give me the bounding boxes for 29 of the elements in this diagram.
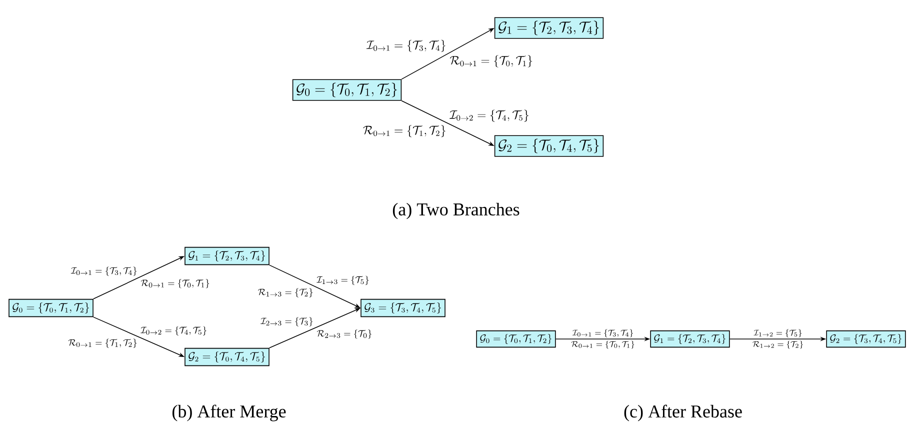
state-box: $\mathcal{G}_3 = \{\mathcal{T}_3, \mathcal{T}_4, \mathcal{T}_5\}$ <box>360 298 446 318</box>
edge-label: $\mathcal{I}_{0\to 1} = \{\mathcal{T}_3, \mathcal{T}_4\}$ <box>572 329 633 338</box>
state-box: $\mathcal{G}_1 = \{\mathcal{T}_2, \mathcal{T}_3, \mathcal{T}_4\}$ <box>184 246 270 266</box>
edge-label: $\mathcal{R}_{0\to 1} = \{\mathcal{T}_0, \mathcal{T}_1\}$ <box>140 279 210 288</box>
edge-label: $\mathcal{R}_{0\to 1} = \{\mathcal{T}_0, \mathcal{T}_1\}$ <box>571 340 634 349</box>
edge-label: $\mathcal{I}_{1\to 3} = \{\mathcal{T}_5\}$ <box>316 276 369 285</box>
edge-label: $\mathcal{R}_{0\to 1} = \{\mathcal{T}_1, \mathcal{T}_2\}$ <box>68 338 137 348</box>
edge-label: $\mathcal{R}_{0\to 1} = \{\mathcal{T}_0, \mathcal{T}_1\}$ <box>450 55 532 68</box>
edge-label: $\mathcal{R}_{1\to 2} = \{\mathcal{T}_2\}$ <box>752 340 803 349</box>
edge-label: $\mathcal{I}_{0\to 1} = \{\mathcal{T}_3, \mathcal{T}_4\}$ <box>366 40 446 52</box>
caption: (b) After Merge <box>172 404 286 422</box>
state-box: $\mathcal{G}_1 = \{\mathcal{T}_2, \mathcal{T}_3, \mathcal{T}_4\}$ <box>494 17 604 39</box>
caption: (c) After Rebase <box>624 404 742 422</box>
edge-label: $\mathcal{I}_{0\to 1} = \{\mathcal{T}_3, \mathcal{T}_4\}$ <box>70 266 137 276</box>
edge-label: $\mathcal{I}_{0\to 2} = \{\mathcal{T}_4, \mathcal{T}_5\}$ <box>449 110 528 122</box>
state-box: $\mathcal{G}_0 = \{\mathcal{T}_0, \mathcal{T}_1, \mathcal{T}_2\}$ <box>8 298 94 318</box>
state-box: $\mathcal{G}_1 = \{\mathcal{T}_2, \mathcal{T}_3, \mathcal{T}_4\}$ <box>650 330 730 348</box>
edge-label: $\mathcal{R}_{0\to 1} = \{\mathcal{T}_1, \mathcal{T}_2\}$ <box>363 125 446 138</box>
edge-label: $\mathcal{R}_{1\to 3} = \{\mathcal{T}_2\}$ <box>258 288 313 298</box>
edge-label: $\mathcal{I}_{0\to 2} = \{\mathcal{T}_4, \mathcal{T}_5\}$ <box>140 326 206 336</box>
caption: (a) Two Branches <box>392 202 520 220</box>
edge-label: $\mathcal{I}_{2\to 3} = \{\mathcal{T}_3\}$ <box>260 317 313 326</box>
edge-label: $\mathcal{I}_{1\to 2} = \{\mathcal{T}_5\}$ <box>754 329 802 338</box>
state-box: $\mathcal{G}_0 = \{\mathcal{T}_0, \mathcal{T}_1, \mathcal{T}_2\}$ <box>476 330 556 348</box>
state-box: $\mathcal{G}_2 = \{\mathcal{T}_0, \mathcal{T}_4, \mathcal{T}_5\}$ <box>184 348 270 366</box>
state-box: $\mathcal{G}_0 = \{\mathcal{T}_0, \mathcal{T}_1, \mathcal{T}_2\}$ <box>292 79 402 101</box>
state-box: $\mathcal{G}_2 = \{\mathcal{T}_3, \mathcal{T}_4, \mathcal{T}_5\}$ <box>826 330 906 348</box>
state-box: $\mathcal{G}_2 = \{\mathcal{T}_0, \mathcal{T}_4, \mathcal{T}_5\}$ <box>494 135 604 157</box>
edge-label: $\mathcal{R}_{2\to 3} = \{\mathcal{T}_0\}$ <box>316 330 372 339</box>
